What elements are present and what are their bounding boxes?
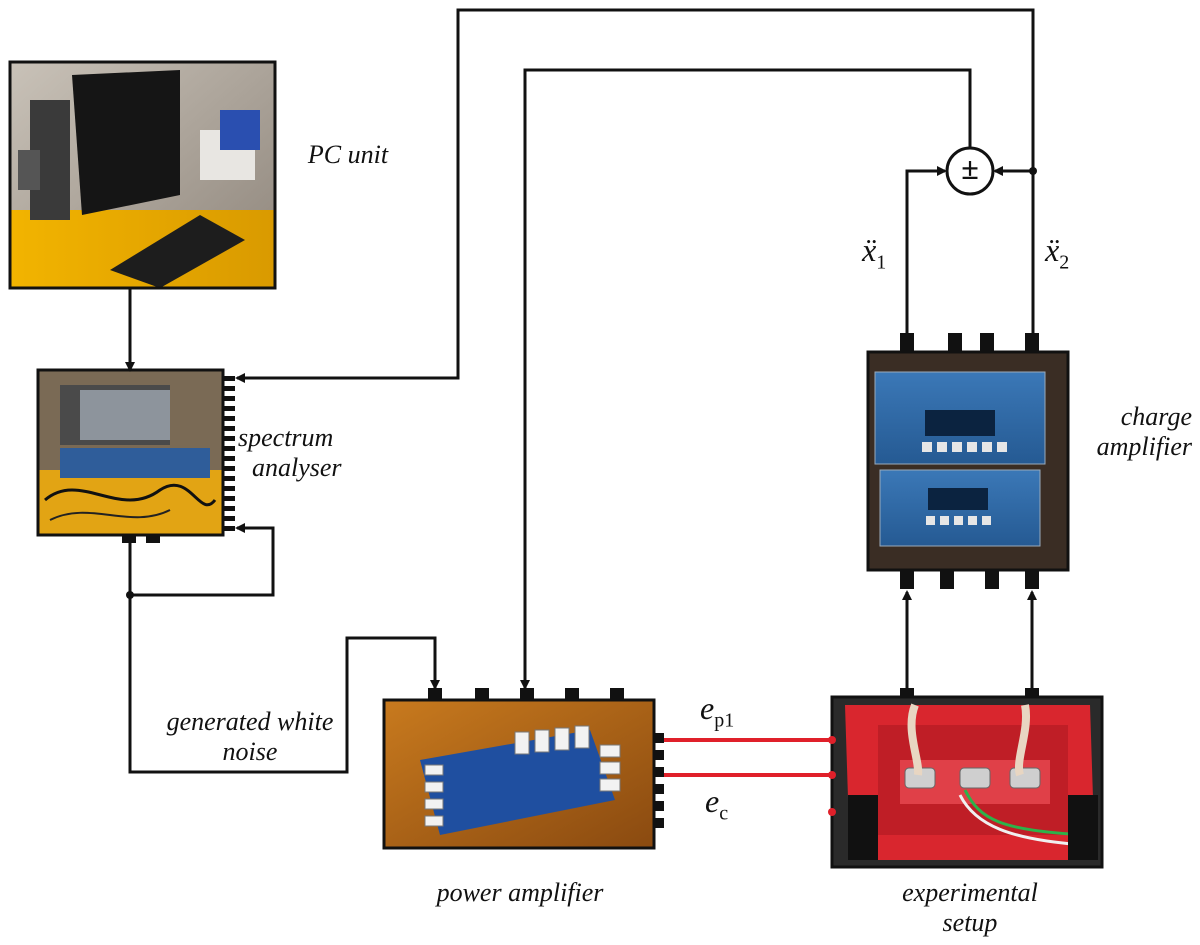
x1-to-sum-line: [905, 166, 947, 335]
charge-amplifier-label-line1: charge: [1120, 402, 1192, 431]
signal-wires: [664, 738, 830, 777]
power-amplifier-label: power amplifier: [436, 878, 604, 907]
summing-junction-sign: ±: [961, 150, 979, 186]
junction-dot-x2: [1029, 167, 1037, 175]
x2-double-dot-label: ẍ2: [1045, 232, 1070, 274]
ec-label: ec: [705, 783, 729, 825]
x2-feedback-line: [235, 8, 1035, 383]
pc-unit-photo: [8, 60, 277, 290]
connection-lines: [125, 8, 1037, 774]
ep1-label: ep1: [700, 690, 735, 732]
experimental-setup-photo: [828, 688, 1104, 869]
power-amplifier-photo: [382, 688, 664, 850]
pc-unit-label: PC unit: [307, 140, 389, 169]
spectrum-analyser-label-line1: spectrum: [238, 423, 334, 452]
junction-dot-noise: [126, 591, 134, 599]
charge-amplifier-photo: [866, 333, 1070, 589]
experimental-setup-label-line2: setup: [942, 908, 998, 937]
generated-noise-label-line1: generated white: [166, 707, 334, 736]
sum-to-power-amp-line: [520, 68, 972, 690]
spectrum-analyser-photo: [36, 368, 235, 543]
generated-noise-label-line2: noise: [222, 737, 278, 766]
x1-double-dot-label: ẍ1: [862, 232, 887, 274]
experimental-setup-label-line1: experimental: [902, 878, 1038, 907]
charge-amplifier-label-line2: amplifier: [1096, 432, 1192, 461]
spectrum-analyser-label-line2: analyser: [252, 453, 342, 482]
noise-loopback-line: [130, 523, 275, 597]
noise-to-power-amp-line: [128, 543, 440, 774]
